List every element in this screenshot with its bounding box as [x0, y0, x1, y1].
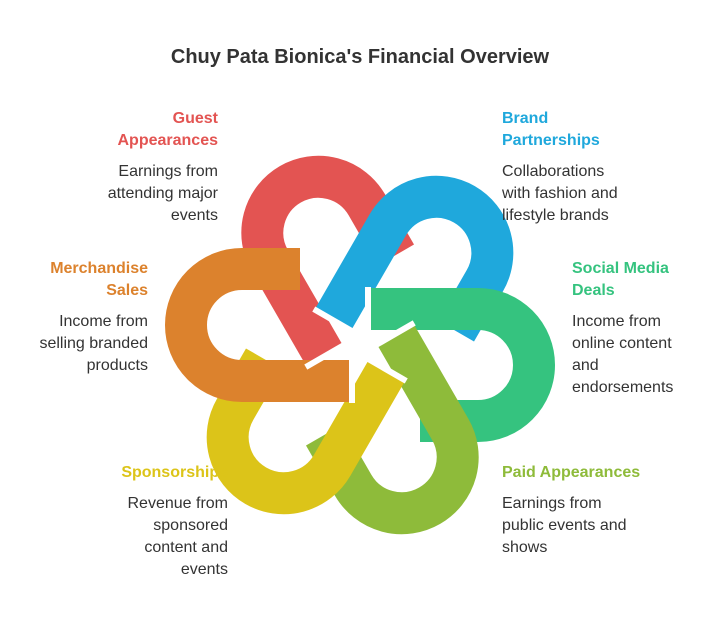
loop-paid-appearances: [305, 323, 479, 535]
segment-heading: Guest Appearances: [117, 110, 219, 149]
segment-heading: Social Media Deals: [572, 260, 669, 299]
loop-band: [314, 175, 514, 342]
segment-guest-appearances: Guest Appearances Earnings from attendin…: [18, 108, 218, 227]
loop-band: [165, 248, 352, 402]
loop-merchandise-sales: [165, 248, 352, 402]
loop-band: [206, 348, 406, 515]
loop-guest-appearances: [241, 155, 415, 367]
segment-heading: Sponsorships: [121, 464, 228, 481]
segment-heading: Paid Appearances: [502, 464, 641, 481]
page-title: Chuy Pata Bionica's Financial Overview: [170, 46, 550, 68]
segment-description: Income from online content and endorseme…: [572, 313, 674, 396]
segment-description: Revenue from sponsored content and event…: [127, 495, 229, 578]
segment-description: Earnings from public events and shows: [502, 495, 627, 556]
segment-sponsorships: Sponsorships Revenue from sponsored cont…: [28, 462, 228, 581]
segment-paid-appearances: Paid Appearances Earnings from public ev…: [502, 462, 712, 559]
loop-gap: [312, 306, 354, 334]
loop-band: [241, 155, 415, 367]
loop-gap: [366, 356, 408, 384]
loop-band: [368, 288, 555, 442]
loop-brand-partnerships: [314, 175, 514, 342]
loop-gap: [374, 320, 416, 348]
loop-band: [305, 323, 479, 535]
loop-gap: [304, 342, 346, 370]
segment-merchandise-sales: Merchandise Sales Income from selling br…: [0, 258, 148, 377]
segment-description: Collaborations with fashion and lifestyl…: [502, 163, 618, 224]
segment-description: Income from selling branded products: [39, 313, 148, 374]
segment-description: Earnings from attending major events: [107, 163, 218, 224]
segment-heading: Merchandise Sales: [50, 260, 148, 299]
loop-sponsorships: [206, 348, 406, 515]
segment-social-media-deals: Social Media Deals Income from online co…: [572, 258, 712, 399]
loop-social-media-deals: [368, 288, 555, 442]
segment-brand-partnerships: Brand Partnerships Collaborations with f…: [502, 108, 702, 227]
segment-heading: Brand Partnerships: [502, 110, 600, 149]
